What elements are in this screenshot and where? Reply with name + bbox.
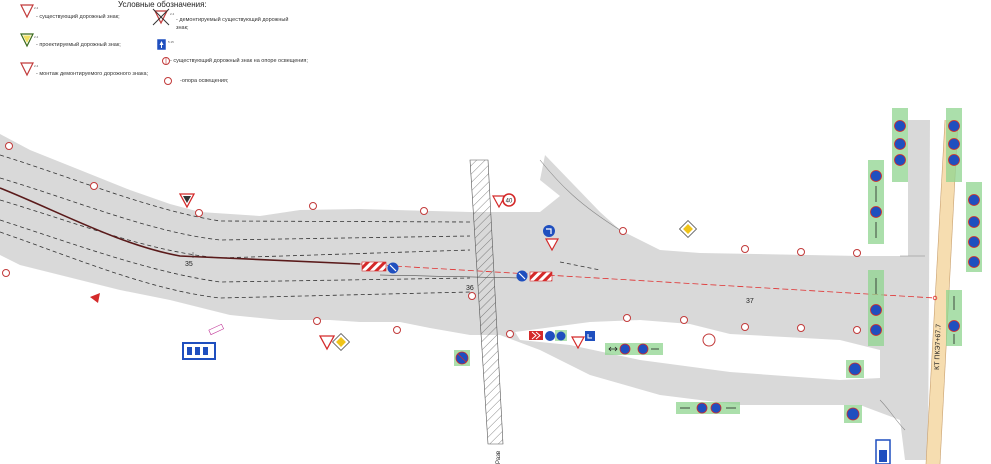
legend-projected-sign: - проектируемый дорожный знак; — [36, 42, 121, 48]
legend-existing-sign: - существующий дорожный знак; — [36, 14, 120, 20]
chainage-36: 36 — [466, 285, 474, 292]
priority-road-icon — [678, 219, 698, 239]
chevron-board — [529, 330, 595, 341]
legend-code-5: 5.15 — [168, 40, 174, 44]
turn-left-icon — [543, 225, 555, 237]
legend-symbol-existing: 2.4 — [20, 4, 39, 19]
sign-cluster-right-column-4 — [966, 182, 982, 272]
legend-symbol-dismantled: 2.4 — [152, 8, 175, 26]
light-pole — [420, 207, 428, 215]
speed-limit-sign: 40 — [502, 193, 516, 207]
light-pole — [623, 314, 631, 322]
light-pole — [853, 249, 861, 257]
barrier-group-right — [516, 270, 553, 282]
direction-sign-icon — [585, 331, 595, 341]
barrier-board-icon — [361, 261, 387, 272]
legend-symbol-remount: 2.4 — [20, 62, 39, 77]
warning-triangle-icon — [318, 335, 336, 351]
light-pole — [619, 227, 627, 235]
legend-code-4: 2.4 — [170, 12, 175, 16]
legend-code-1: 2.4 — [34, 6, 39, 10]
light-pole — [2, 269, 10, 277]
road-axis — [0, 187, 938, 301]
sign-cluster-lower-mid — [605, 343, 663, 355]
legend-sign-on-pole: - существующий дорожный знак на опоре ос… — [170, 58, 308, 64]
light-pole — [468, 292, 476, 300]
light-poles — [2, 142, 861, 347]
light-pole — [797, 324, 805, 332]
legend-remount-sign: - монтаж демонтируемого дорожного знака; — [36, 71, 149, 77]
chainage-37: 37 — [746, 298, 754, 305]
sign-cluster-right-column-2 — [892, 108, 908, 182]
light-pole — [90, 182, 98, 190]
speed-limit-value: 40 — [506, 199, 513, 205]
warning-signs — [90, 193, 586, 351]
road-surface — [0, 120, 930, 460]
sign-cluster-bridge — [454, 350, 470, 366]
legend-code-3: 2.4 — [34, 64, 39, 68]
legend-symbol-projected: 2.4 — [20, 33, 39, 48]
information-plate — [182, 323, 225, 360]
light-pole — [741, 245, 749, 253]
priority-road-signs — [331, 219, 698, 352]
light-pole — [313, 317, 321, 325]
legend-dismantled-sign: - демонтируемый существующий дорожный — [176, 17, 289, 23]
light-pole — [680, 316, 688, 324]
warning-triangle-icon — [544, 238, 560, 252]
light-pole — [506, 330, 514, 338]
legend-title: Условные обозначения: — [118, 0, 207, 9]
legend-symbol-sign-on-pole — [162, 57, 170, 65]
legend-symbol-light-pole — [164, 77, 172, 85]
road-name: КТ ПКЭ7+67.7 — [934, 324, 943, 370]
light-pole — [393, 326, 401, 334]
sign-cluster-right-column-6 — [946, 290, 962, 346]
barrier-group-left — [361, 261, 399, 274]
sign-cluster-right-column-5 — [868, 270, 884, 346]
legend-light-pole: -опора освещения; — [180, 78, 229, 84]
light-pole — [5, 142, 13, 150]
warning-triangle-icon — [570, 336, 586, 350]
sign-cluster-lower-right — [844, 360, 891, 464]
light-pole — [797, 248, 805, 256]
light-pole — [309, 202, 317, 210]
legend-code-2: 2.4 — [34, 35, 39, 39]
sign-cluster-bottom — [676, 402, 740, 414]
sign-cluster-right-column-3 — [946, 108, 962, 182]
legend-dismantled-sign-cont: знак; — [176, 25, 189, 31]
turn-direction-sign — [543, 225, 555, 237]
warning-triangle-icon — [90, 293, 100, 303]
light-pole — [702, 333, 716, 347]
barrier-board-icon — [529, 271, 553, 282]
light-pole — [853, 326, 861, 334]
bottom-label: Разв — [496, 451, 502, 464]
light-pole — [195, 209, 203, 217]
warning-triangle-icon — [491, 195, 507, 209]
legend-symbol-blue-sign: 5.15 — [156, 38, 174, 51]
sign-cluster-right-column-1 — [868, 160, 884, 244]
priority-road-icon — [331, 332, 351, 352]
light-pole — [741, 323, 749, 331]
chainage-35: 35 — [185, 261, 193, 268]
ramp-edges — [539, 159, 925, 431]
bridge-hatch — [469, 159, 504, 445]
